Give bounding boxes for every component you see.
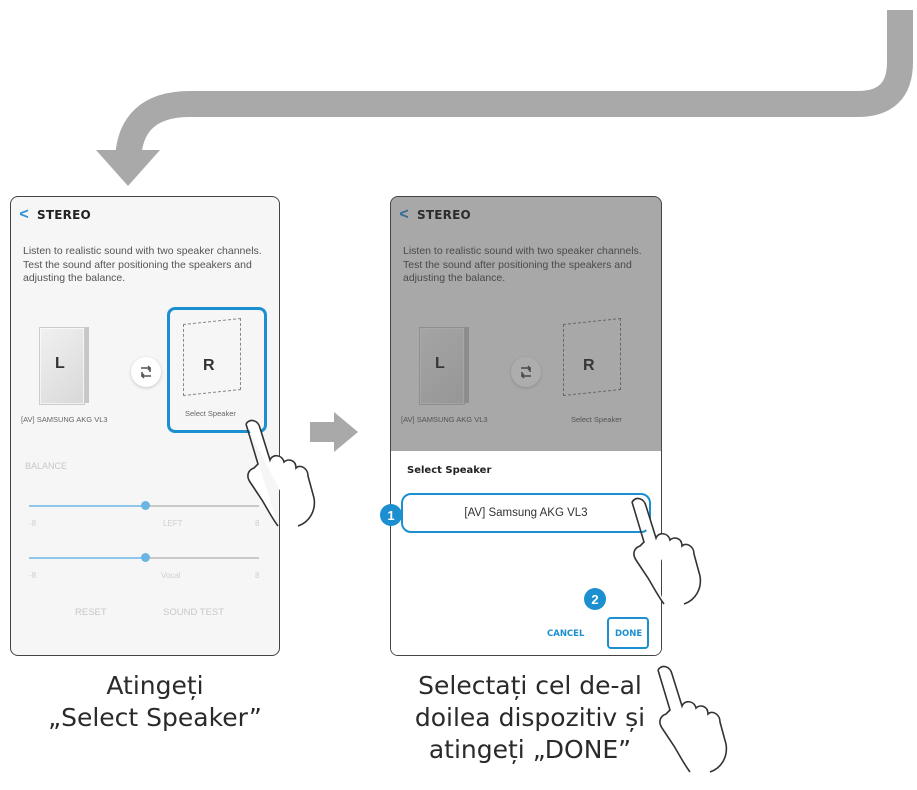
slider-2-max: 8 [255, 571, 260, 580]
back-chevron-icon[interactable]: < [399, 206, 409, 223]
header: < STEREO [391, 197, 661, 233]
speaker-option-label: [AV] Samsung AKG VL3 [464, 507, 588, 519]
speaker-left-name: [AV] SAMSUNG AKG VL3 [21, 415, 108, 424]
speaker-right-name: Select Speaker [571, 415, 622, 424]
speaker-right-name[interactable]: Select Speaker [185, 409, 236, 418]
page-title: STEREO [417, 208, 471, 222]
sheet-title: Select Speaker [407, 465, 492, 476]
slider-2-fill [29, 557, 145, 559]
slider-1-knob[interactable] [141, 501, 150, 510]
description-text: Listen to realistic sound with two speak… [23, 245, 262, 284]
reset-button[interactable]: RESET [75, 607, 107, 618]
done-button[interactable]: DONE [615, 629, 643, 639]
speaker-right-letter: R [203, 357, 215, 374]
slider-1-min: -8 [29, 519, 37, 528]
slider-2-knob[interactable] [141, 553, 150, 562]
right-caption: Selectați cel de-al doilea dispozitiv și… [414, 671, 646, 764]
curved-arrow-icon [96, 10, 913, 186]
right-arrow-icon [310, 412, 358, 452]
left-caption: Atingeți „Select Speaker” [48, 671, 262, 732]
select-speaker-sheet: Select Speaker [AV] Samsung AKG VL3 CANC… [391, 451, 661, 655]
slider-1-label: LEFT [163, 519, 183, 528]
dim-overlay [391, 197, 661, 451]
swap-icon[interactable] [511, 357, 541, 387]
slider-1-max: 8 [255, 519, 260, 528]
speaker-option-item[interactable]: [AV] Samsung AKG VL3 [401, 493, 651, 533]
balance-label: BALANCE [25, 461, 68, 471]
speaker-left-box [39, 327, 85, 405]
speaker-left-card[interactable]: L [21, 321, 127, 411]
sound-test-button[interactable]: SOUND TEST [163, 607, 225, 618]
step-2-badge: 2 [584, 588, 606, 610]
slider-2-min: -8 [29, 571, 37, 580]
swap-icon[interactable] [131, 357, 161, 387]
back-chevron-icon[interactable]: < [19, 206, 29, 223]
slider-2-label: Vocal [161, 571, 181, 580]
speaker-left-letter: L [435, 355, 445, 372]
cancel-button[interactable]: CANCEL [547, 629, 585, 639]
description-text: Listen to realistic sound with two speak… [403, 245, 642, 284]
right-phone-screen: < STEREO Listen to realistic sound with … [390, 196, 662, 656]
header: < STEREO [11, 197, 279, 233]
speaker-left-box [419, 327, 465, 405]
speaker-left-name: [AV] SAMSUNG AKG VL3 [401, 415, 488, 424]
speaker-left-card[interactable]: L [401, 321, 507, 411]
slider-1-fill [29, 505, 145, 507]
select-speaker-highlight[interactable] [167, 307, 267, 433]
left-phone-screen: < STEREO Listen to realistic sound with … [10, 196, 280, 656]
speaker-left-letter: L [55, 355, 65, 372]
step-1-badge: 1 [380, 504, 402, 526]
page-title: STEREO [37, 208, 91, 222]
done-button-highlight[interactable] [607, 617, 649, 649]
speaker-right-letter: R [583, 357, 595, 374]
